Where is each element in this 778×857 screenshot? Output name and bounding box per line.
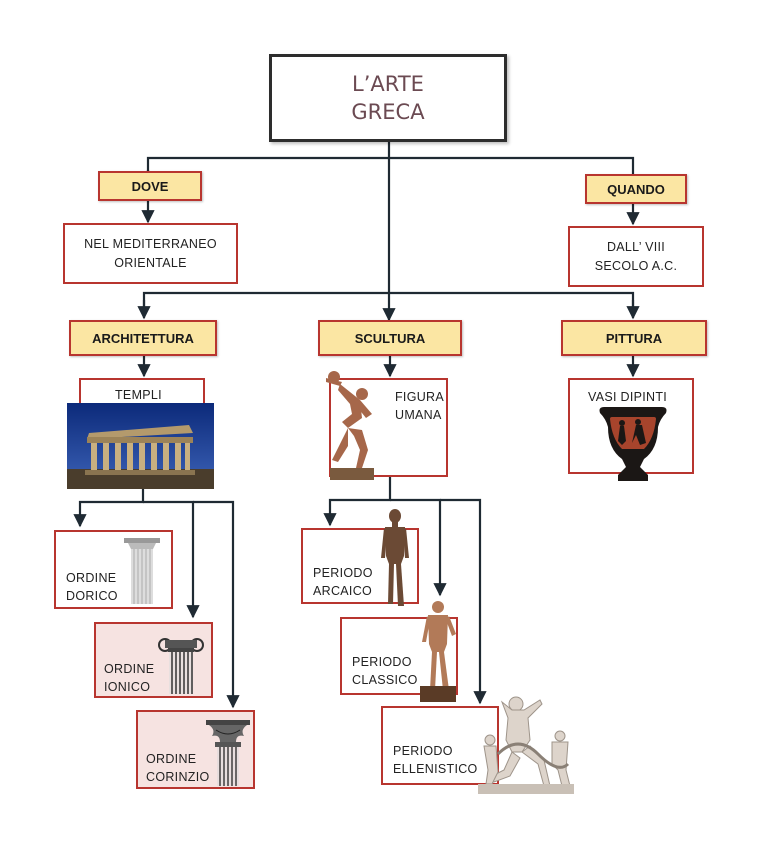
- figura-line2: UMANA: [395, 408, 442, 422]
- ordine-corinzio-box: ORDINE CORINZIO: [136, 710, 255, 789]
- pittura-label: PITTURA: [561, 320, 707, 356]
- painted-vase-image: [599, 407, 667, 481]
- corinthian-column-icon: [206, 720, 250, 786]
- corinzio-line1: ORDINE: [146, 752, 197, 766]
- scultura-label: SCULTURA: [318, 320, 462, 356]
- quando-label-text: QUANDO: [607, 181, 665, 197]
- ionic-column-icon: [158, 638, 204, 694]
- ordine-ionico-box: ORDINE IONICO: [94, 622, 213, 698]
- dorico-line2: DORICO: [66, 589, 118, 603]
- architettura-label-text: ARCHITETTURA: [92, 330, 194, 346]
- quando-line2: SECOLO A.C.: [594, 258, 678, 273]
- temple-image: [67, 403, 214, 489]
- quando-line1: DALL’ VIII: [606, 239, 666, 254]
- quando-label: QUANDO: [585, 174, 687, 204]
- corinzio-line2: CORINZIO: [146, 770, 210, 784]
- doric-column-icon: [124, 538, 160, 604]
- classico-line1: PERIODO: [352, 655, 412, 669]
- dove-label-text: DOVE: [131, 178, 169, 194]
- ellenistico-line1: PERIODO: [393, 744, 453, 758]
- scultura-label-text: SCULTURA: [354, 330, 426, 346]
- ordine-dorico-box: ORDINE DORICO: [54, 530, 173, 609]
- periodo-ellenistico-box: PERIODO ELLENISTICO: [381, 706, 499, 785]
- arcaico-line1: PERIODO: [313, 566, 373, 580]
- ionico-line2: IONICO: [104, 680, 151, 694]
- templi-text: TEMPLI: [115, 388, 162, 402]
- ellenistico-line2: ELLENISTICO: [393, 762, 478, 776]
- dove-label: DOVE: [98, 171, 202, 201]
- figura-line1: FIGURA: [395, 390, 445, 404]
- dorico-line1: ORDINE: [66, 571, 117, 585]
- quando-box: DALL’ VIII SECOLO A.C.: [568, 226, 704, 287]
- laocoon-statue-image: [478, 696, 574, 794]
- ionico-line1: ORDINE: [104, 662, 155, 676]
- pittura-label-text: PITTURA: [605, 330, 663, 346]
- dove-box: NEL MEDITERRANEO ORIENTALE: [63, 223, 238, 284]
- architettura-label: ARCHITETTURA: [69, 320, 217, 356]
- dove-line1: NEL MEDITERRANEO: [84, 236, 217, 251]
- title-line2: GRECA: [351, 100, 425, 124]
- title-line1: L’ARTE: [352, 72, 424, 96]
- discobolus-statue-image: [326, 371, 374, 480]
- arcaico-line2: ARCAICO: [313, 584, 373, 598]
- classico-line2: CLASSICO: [352, 673, 418, 687]
- dove-line2: ORIENTALE: [114, 255, 187, 270]
- doryphoros-statue-image: [420, 601, 456, 702]
- main-title-box: L’ARTE GRECA: [269, 54, 507, 142]
- kouros-statue-image: [381, 509, 409, 606]
- vasi-text: VASI DIPINTI: [588, 390, 668, 404]
